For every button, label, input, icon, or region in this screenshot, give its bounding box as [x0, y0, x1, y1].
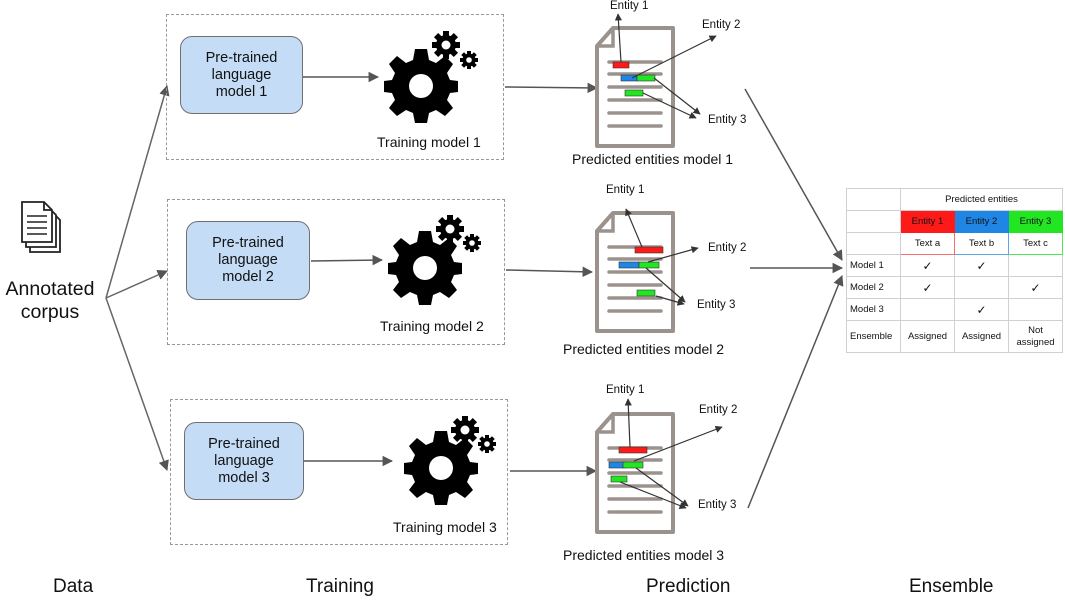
table-row: Ensemble Assigned Assigned Not assigned [846, 320, 1063, 353]
entity-label: Entity 1 [610, 0, 649, 12]
entity-label: Entity 3 [708, 114, 747, 126]
text-c-cell: Text c [1008, 232, 1063, 255]
ensemble-table: Predicted entities Entity 1 Entity 2 Ent… [846, 188, 1063, 353]
table-row: Model 3 ✓ [846, 298, 1063, 321]
table-cell [846, 232, 901, 255]
pipeline-box-3 [170, 399, 508, 545]
check-cell: ✓ [954, 298, 1009, 321]
corpus-to-pipeline-2-arrow [105, 270, 168, 299]
table-row: Model 1 ✓ ✓ [846, 254, 1063, 277]
check-cell: ✓ [954, 254, 1009, 277]
document-stack-icon [21, 201, 61, 253]
training-label-2: Training model 2 [380, 318, 484, 334]
text-b-cell: Text b [954, 232, 1009, 255]
entity-label: Entity 3 [698, 499, 737, 511]
row-label: Model 1 [846, 254, 901, 277]
table-cell [846, 210, 901, 233]
column-label-ensemble: Ensemble [909, 576, 994, 597]
ensemble-cell: Assigned [900, 320, 955, 353]
ensemble-cell: Not assigned [1008, 320, 1063, 353]
lm-label: Pre-trained [212, 235, 284, 251]
training-label-3: Training model 3 [393, 519, 497, 535]
ensemble-cell: Assigned [954, 320, 1009, 353]
table-row: Model 2 ✓ ✓ [846, 276, 1063, 299]
pipeline-box-2 [167, 199, 505, 345]
check-cell [1008, 254, 1063, 277]
lm-label: language [214, 452, 274, 469]
column-label-prediction: Prediction [646, 576, 731, 597]
predicted-label-2: Predicted entities model 2 [563, 341, 725, 357]
predicted-label-1: Predicted entities model 1 [572, 151, 734, 167]
check-cell [1008, 298, 1063, 321]
pipeline-box-1 [166, 14, 504, 160]
row-label: Model 3 [846, 298, 901, 321]
table-header: Predicted entities [900, 188, 1063, 211]
entity-3-header: Entity 3 [1008, 210, 1063, 233]
corpus-to-pipeline-1-arrow [105, 84, 170, 299]
row-label: Model 2 [846, 276, 901, 299]
lm-label: model 1 [215, 83, 268, 100]
lm-label: language [211, 66, 272, 83]
entity-label: Entity 2 [708, 242, 747, 254]
row-label: Ensemble [846, 320, 901, 353]
document-icon [595, 26, 675, 148]
check-cell: ✓ [1008, 276, 1063, 299]
lm-label: model 3 [218, 469, 270, 486]
table-corner-cell [846, 188, 901, 211]
check-cell: ✓ [900, 276, 955, 299]
prediction-1-to-ensemble-arrow [744, 88, 843, 261]
entity-2-header: Entity 2 [954, 210, 1009, 233]
column-label-data: Data [53, 576, 94, 597]
corpus-to-pipeline-3-arrow [105, 297, 169, 471]
entity-label: Entity 2 [702, 19, 741, 31]
prediction-3-to-ensemble-arrow [747, 275, 844, 509]
document-icon [595, 412, 675, 534]
check-cell [900, 298, 955, 321]
entity-label: Entity 2 [699, 404, 738, 416]
entity-label: Entity 1 [606, 384, 645, 396]
column-label-training: Training [306, 576, 374, 597]
entity-1-header: Entity 1 [900, 210, 955, 233]
training-to-prediction-2-arrow [505, 266, 594, 278]
lm-label: Pre-trained [208, 435, 280, 452]
lm-label: Pre-trained [205, 49, 278, 66]
entity-label: Entity 3 [697, 299, 736, 311]
training-label-1: Training model 1 [377, 134, 481, 150]
check-cell [954, 276, 1009, 299]
lm-label: language [218, 252, 278, 268]
document-icon [595, 211, 675, 333]
entity-label: Entity 1 [606, 184, 645, 196]
lm-to-training-2-arrow [310, 254, 384, 266]
check-cell: ✓ [900, 254, 955, 277]
text-a-cell: Text a [900, 232, 955, 255]
training-to-prediction-1-arrow [504, 82, 599, 94]
lm-label: model 2 [222, 269, 274, 285]
predicted-label-3: Predicted entities model 3 [563, 547, 725, 563]
